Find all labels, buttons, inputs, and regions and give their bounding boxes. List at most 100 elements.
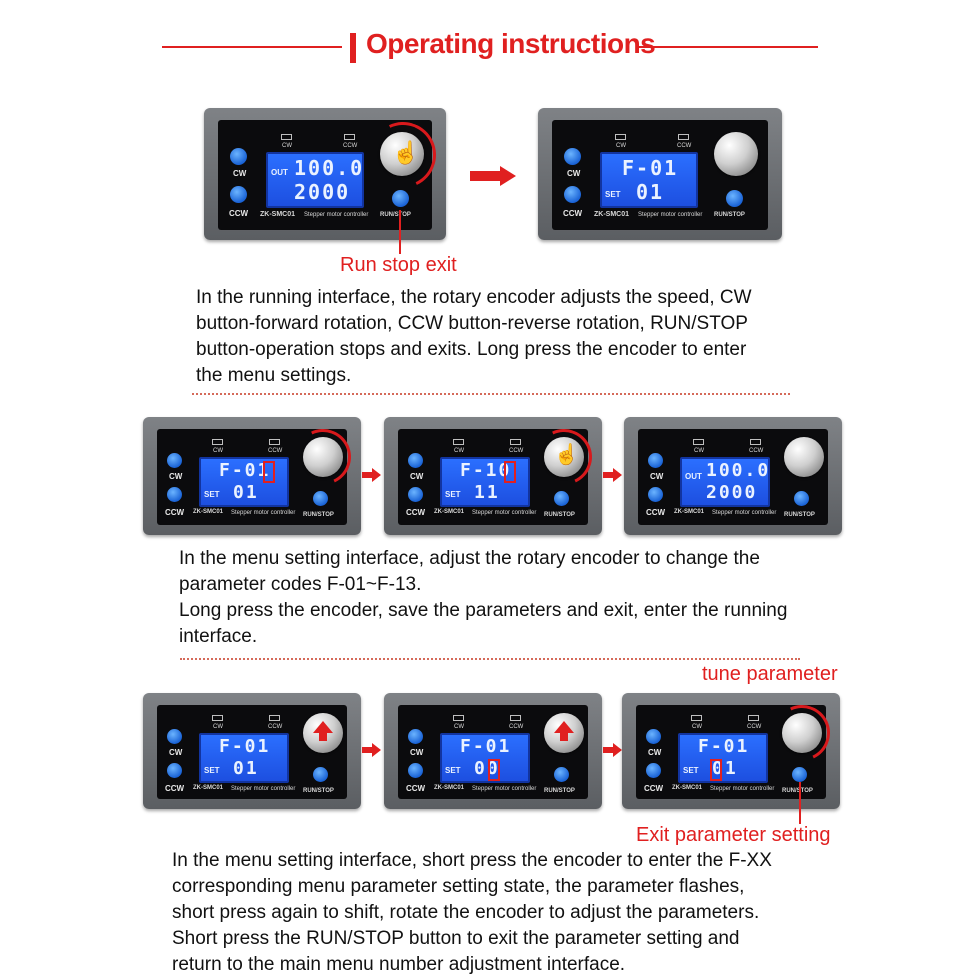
device-model: Stepper motor controller [712,510,777,516]
ccw-button[interactable] [564,186,581,203]
ccw-indicator [269,439,280,445]
lcd-line-2: 01 [233,758,259,779]
run-stop-button[interactable] [392,190,409,207]
cw-button[interactable] [646,729,661,744]
cw-button[interactable] [408,453,423,468]
device-brand: ZK-SMC01 [594,211,630,218]
ccw-indicator [750,439,761,445]
run-stop-button[interactable] [313,491,328,506]
rotary-encoder[interactable] [784,437,824,477]
device-brand: ZK-SMC01 [674,509,705,515]
cw-button[interactable] [564,148,581,165]
lcd-display: F-01 SET 00 [440,733,530,783]
lcd-line-2: 00 [474,758,500,779]
ccw-button[interactable] [646,763,661,778]
device-brand: ZK-SMC01 [434,785,465,791]
cw-label: CW [233,169,247,178]
cw-label: CW [410,748,424,757]
header-rule-right [636,46,818,48]
cw-button[interactable] [167,729,182,744]
run-stop-label: RUN/STOP [714,212,745,218]
cw-button[interactable] [408,729,423,744]
lcd-line-2: 01 [712,758,738,779]
cw-button[interactable] [230,148,247,165]
lcd-set-label: SET [445,766,461,775]
cw-indicator [453,715,464,721]
device-model: Stepper motor controller [472,510,537,516]
ccw-label: CCW [406,784,426,793]
ccw-label: CCW [406,508,426,517]
cw-indicator [281,134,292,140]
controller-device: CW CCW CW CCW F-01 SET 01 ZK-SMC01 Stepp… [143,417,361,535]
rotary-encoder[interactable] [303,437,343,477]
cw-indicator [212,439,223,445]
run-stop-label: RUN/STOP [784,512,815,518]
callout-line [799,782,801,824]
section2-description: In the menu setting interface, adjust th… [179,546,899,650]
ccw-label: CCW [646,508,666,517]
cw-button[interactable] [167,453,182,468]
ccw-indicator-label: CCW [343,143,358,149]
lcd-line-1: F-10 [460,460,512,481]
cw-label: CW [648,748,662,757]
ccw-label: CCW [229,209,249,218]
cw-indicator-label: CW [213,724,223,730]
ccw-button[interactable] [167,763,182,778]
device-model: Stepper motor controller [472,786,537,792]
lcd-set-label: SET [445,490,461,499]
run-stop-button[interactable] [554,491,569,506]
highlight-box [263,461,275,483]
red-right-arrow-icon-head [613,468,622,482]
cw-indicator [212,715,223,721]
run-stop-button[interactable] [726,190,743,207]
ccw-button[interactable] [167,487,182,502]
highlight-box [504,461,516,483]
run-stop-button[interactable] [313,767,328,782]
red-right-arrow-icon-head [613,743,622,757]
run-stop-label: RUN/STOP [782,788,813,794]
rotary-encoder[interactable] [544,437,584,477]
section1-description: In the running interface, the rotary enc… [196,285,896,389]
highlight-box [488,759,500,781]
lcd-set-label: SET [683,766,699,775]
device-model: Stepper motor controller [231,510,296,516]
red-right-arrow-icon [362,747,372,753]
ccw-indicator [344,134,355,140]
lcd-line-2: 11 [474,482,500,503]
text-line: Short press the RUN/STOP button to exit … [172,928,740,949]
lcd-line-2: 01 [233,482,259,503]
text-line: return to the main menu number adjustmen… [172,954,626,975]
run-stop-button[interactable] [792,767,807,782]
ccw-indicator [510,439,521,445]
lcd-line-1: 100.0 [706,460,771,481]
cw-indicator-label: CW [454,448,464,454]
controller-device: CW CCW CW CCW F-01 SET 00 ZK-SMC01 Stepp… [384,693,602,809]
hand-pointer-icon: ☝ [392,140,420,165]
lcd-set-label: SET [605,190,621,199]
cw-indicator [693,439,704,445]
ccw-button[interactable] [648,487,663,502]
red-right-arrow-icon [603,747,613,753]
ccw-indicator [748,715,759,721]
red-right-arrow-icon [362,472,372,478]
ccw-button[interactable] [408,487,423,502]
device-model: Stepper motor controller [304,212,369,218]
text-line: parameter codes F-01~F-13. [179,574,422,595]
text-line: short press again to shift, rotate the e… [172,902,760,923]
run-stop-button[interactable] [794,491,809,506]
up-arrow-icon-stem [319,733,327,741]
ccw-button[interactable] [230,186,247,203]
lcd-out-label: OUT [685,472,702,481]
cw-button[interactable] [648,453,663,468]
controller-device: CW CCW CW CCW F-10 SET 11 ZK-SMC01 Stepp… [384,417,602,535]
ccw-button[interactable] [408,763,423,778]
page-title: Operating instructions [366,28,656,59]
cw-indicator-label: CW [282,143,292,149]
rotary-encoder[interactable] [380,132,424,176]
rotary-encoder[interactable] [714,132,758,176]
text-line: In the menu setting interface, short pre… [172,850,772,871]
ccw-indicator-label: CCW [677,143,692,149]
run-stop-button[interactable] [554,767,569,782]
lcd-display: F-01 SET 01 [199,457,289,507]
rotary-encoder[interactable] [782,713,822,753]
